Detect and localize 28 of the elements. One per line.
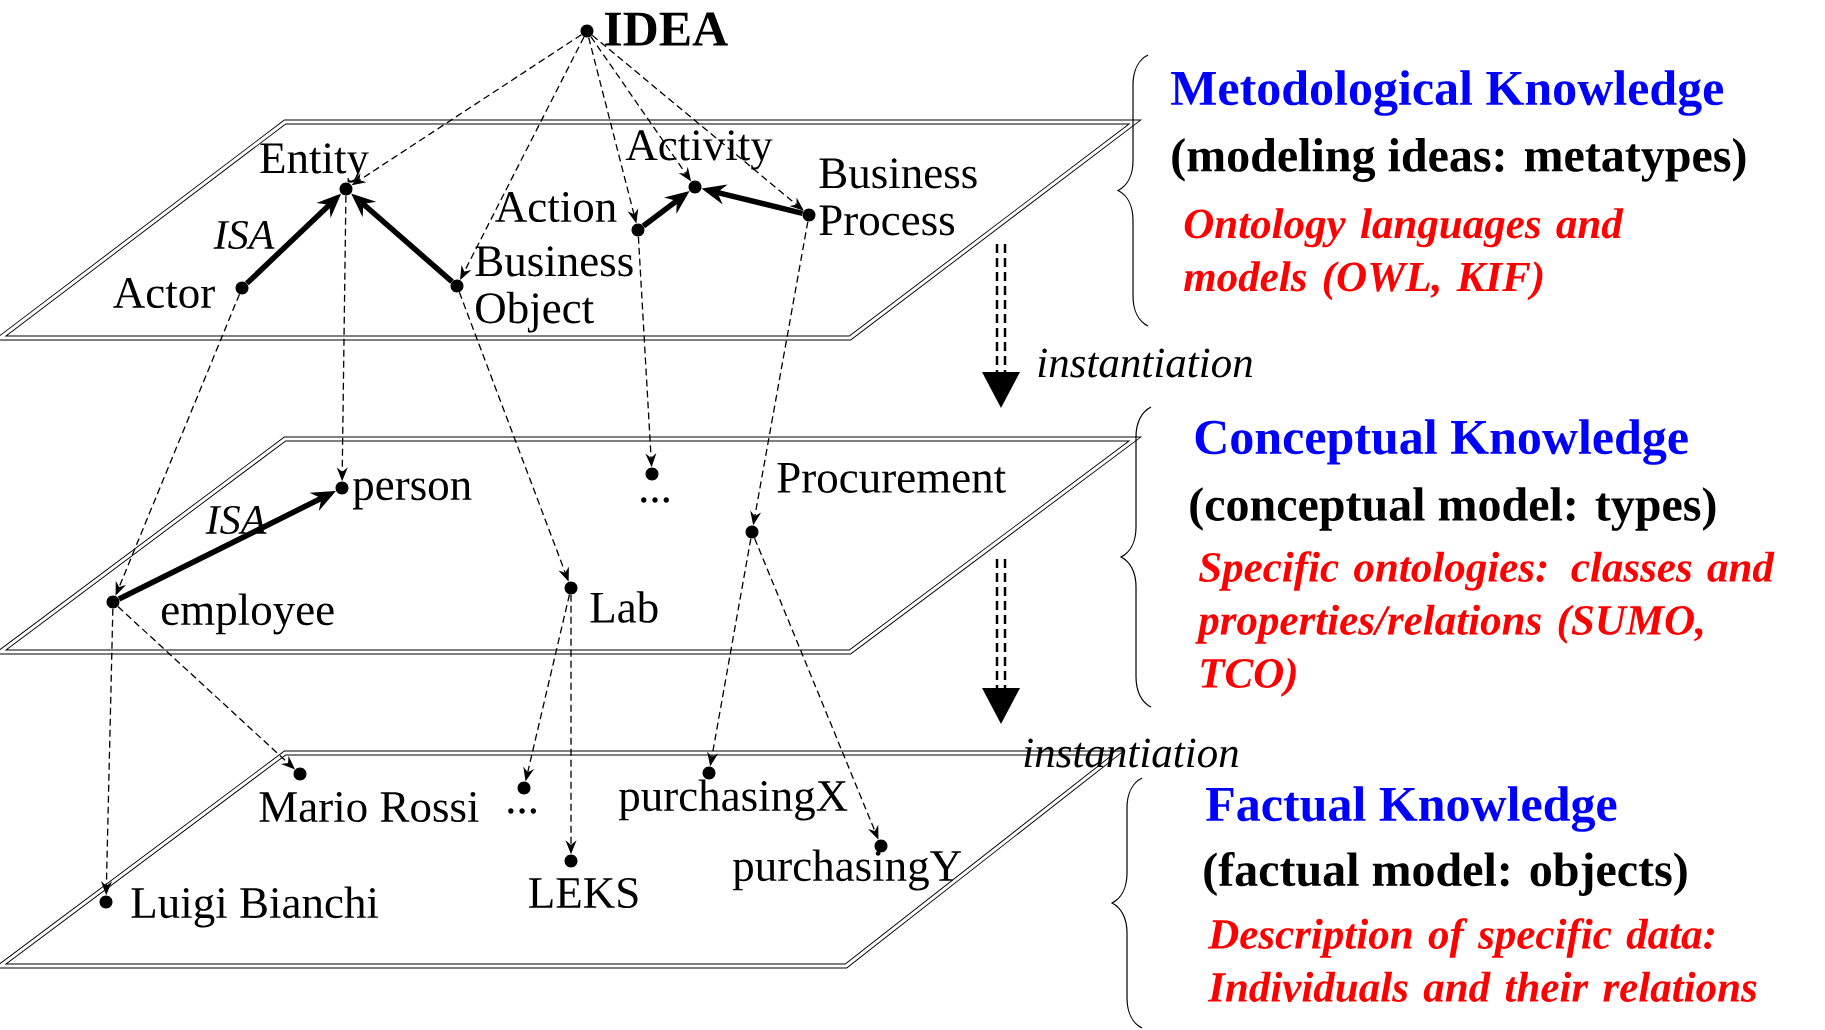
layer-note: Ontology languages and models (OWL, KIF) xyxy=(1184,208,1624,301)
edge-label: ISA xyxy=(205,505,267,535)
instantiation-label: instantiation xyxy=(1024,738,1238,768)
node-label: purchasingY xyxy=(732,849,962,891)
knowledge-heading: Factual Knowledge xyxy=(1206,786,1617,832)
instantiation-label: instantiation xyxy=(1038,348,1252,378)
node-label: Procurement xyxy=(777,463,1006,493)
knowledge-heading: Conceptual Knowledge xyxy=(1195,419,1688,465)
node-label: employee xyxy=(161,593,334,635)
arrow xyxy=(591,34,804,211)
node-label: Actor xyxy=(113,277,215,309)
knowledge-heading: Metodological Knowledge xyxy=(1171,70,1724,116)
node-label: Lab xyxy=(590,591,658,623)
edge-label: ISA xyxy=(213,220,275,250)
node-label: purchasingX xyxy=(618,779,848,821)
node-label: Mario Rossi xyxy=(259,791,479,823)
layer-note: Specific ontologies: classes and properties/relations (SUMO, TCO) xyxy=(1195,551,1775,697)
node-label: ... xyxy=(641,497,669,503)
node-label: Entity xyxy=(260,143,369,183)
node-label: IDEA xyxy=(604,12,728,46)
node-label: LEKS xyxy=(529,877,638,909)
layer-subtitle: (modeling ideas: metatypes) xyxy=(1172,138,1746,182)
node-label: Action xyxy=(495,191,617,223)
node-label: Activity xyxy=(625,130,773,170)
layer-subtitle: (conceptual model: types) xyxy=(1190,487,1716,531)
layer-subtitle: (factual model: objects) xyxy=(1204,852,1687,896)
node-label: ... xyxy=(508,808,536,814)
layer-note: Description of specific data: Individuals and their relations xyxy=(1207,918,1757,1002)
